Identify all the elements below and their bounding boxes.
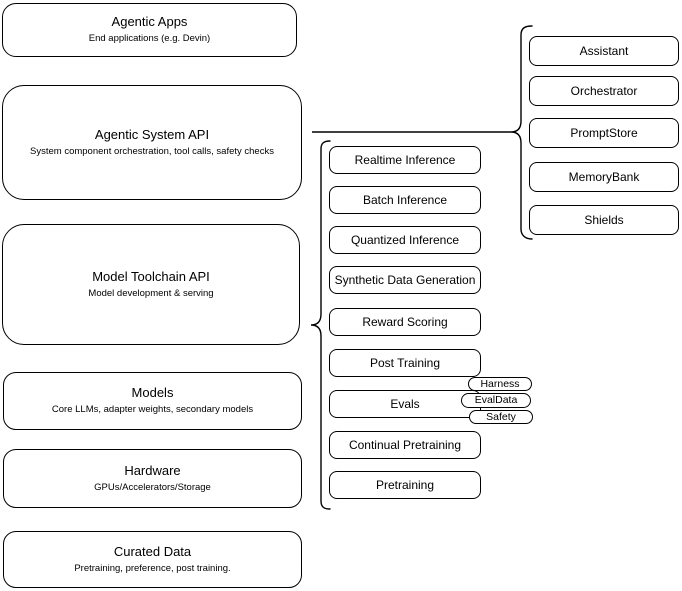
toolchain-item-evals: Evals	[329, 390, 481, 418]
toolchain-item-synthetic-data-generation: Synthetic Data Generation	[329, 266, 481, 294]
toolchain-brace	[310, 140, 331, 510]
box-agentic-apps: Agentic Apps End applications (e.g. Devi…	[2, 3, 297, 57]
evals-pill-safety: Safety	[469, 410, 533, 424]
system-brace	[510, 25, 533, 240]
evals-pill-evaldata: EvalData	[461, 393, 531, 408]
box-hardware-subtitle: GPUs/Accelerators/Storage	[94, 481, 211, 493]
toolchain-item-continual-pretraining: Continual Pretraining	[329, 431, 481, 459]
box-agentic-apps-title: Agentic Apps	[111, 14, 188, 30]
toolchain-item-reward-scoring: Reward Scoring	[329, 308, 481, 336]
box-agentic-system-api-title: Agentic System API	[94, 126, 210, 142]
system-item-shields: Shields	[529, 205, 679, 235]
toolchain-item-batch-inference: Batch Inference	[329, 186, 481, 214]
box-model-toolchain-api-title: Model Toolchain API	[92, 268, 210, 284]
box-curated-data: Curated Data Pretraining, preference, po…	[3, 531, 302, 588]
box-model-toolchain-api: Model Toolchain API Model development & …	[2, 224, 300, 345]
box-curated-data-title: Curated Data	[113, 543, 192, 559]
box-models-subtitle: Core LLMs, adapter weights, secondary mo…	[51, 404, 254, 415]
toolchain-item-post-training: Post Training	[329, 349, 481, 377]
toolchain-item-realtime-inference: Realtime Inference	[329, 146, 481, 174]
box-agentic-apps-subtitle: End applications (e.g. Devin)	[88, 33, 211, 44]
box-models-title: Models	[131, 385, 174, 401]
system-item-orchestrator: Orchestrator	[529, 76, 679, 106]
box-hardware-title: Hardware	[124, 462, 181, 478]
box-agentic-system-api: Agentic System API System component orch…	[2, 85, 302, 200]
box-curated-data-subtitle: Pretraining, preference, post training.	[74, 562, 231, 574]
toolchain-item-pretraining: Pretraining	[329, 471, 481, 499]
evals-pill-harness: Harness	[468, 377, 532, 391]
system-item-promptstore: PromptStore	[529, 118, 679, 148]
system-item-assistant: Assistant	[529, 36, 679, 66]
box-agentic-system-api-subtitle: System component orchestration, tool cal…	[30, 145, 274, 157]
system-item-memorybank: MemoryBank	[529, 162, 679, 192]
box-hardware: Hardware GPUs/Accelerators/Storage	[3, 449, 302, 508]
box-models: Models Core LLMs, adapter weights, secon…	[3, 372, 302, 430]
toolchain-item-quantized-inference: Quantized Inference	[329, 226, 481, 254]
box-model-toolchain-api-subtitle: Model development & serving	[88, 287, 214, 299]
